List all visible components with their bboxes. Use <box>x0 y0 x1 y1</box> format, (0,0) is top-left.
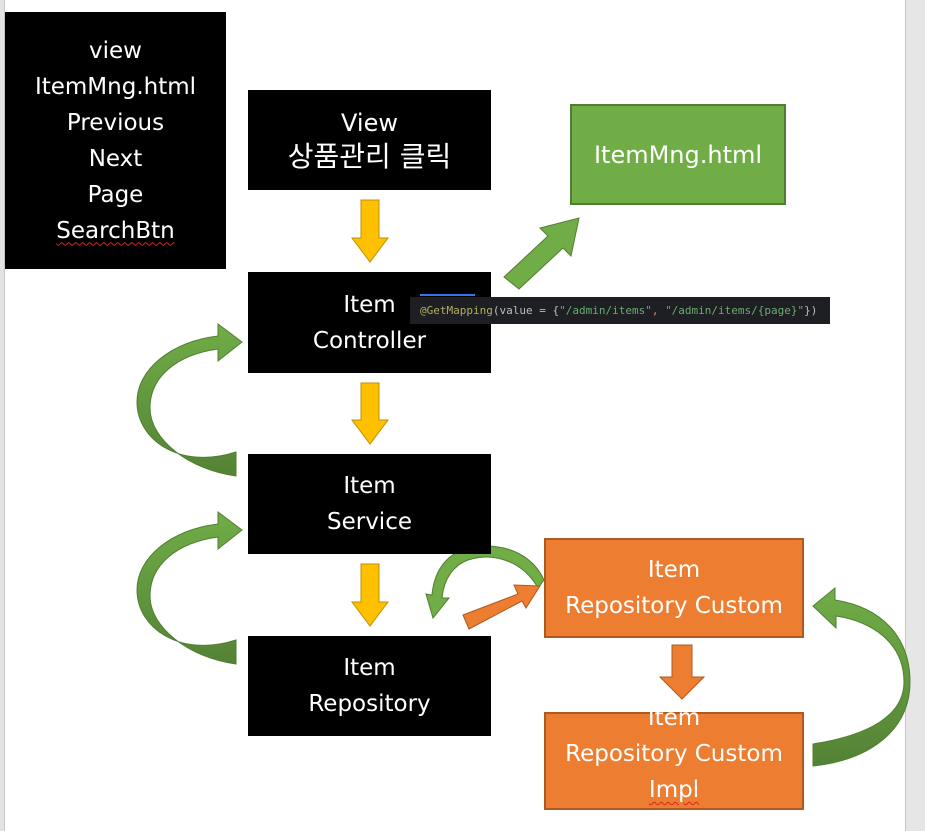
node-service-line2: Service <box>326 509 412 535</box>
arrow-service-to-repository <box>351 563 389 627</box>
legend-box: view ItemMng.html Previous Next Page Sea… <box>5 12 226 269</box>
node-controller-line1: Item <box>343 291 396 318</box>
code-close: }) <box>804 304 818 317</box>
node-custom-line2: Repository Custom <box>565 593 783 619</box>
node-impl-line3: Impl <box>648 777 700 803</box>
legend-line-itemmng: ItemMng.html <box>34 73 197 100</box>
node-impl-line2: Repository Custom <box>565 741 783 767</box>
arrow-repository-to-custom <box>462 584 541 630</box>
page-right-margin <box>905 0 925 831</box>
arrow-controller-to-service <box>351 382 389 445</box>
legend-line-searchbtn: SearchBtn <box>56 217 175 244</box>
node-itemmng-label: ItemMng.html <box>593 140 763 169</box>
legend-line-next: Next <box>88 145 143 172</box>
node-view: View 상품관리 클릭 <box>248 90 491 190</box>
node-item-service: Item Service <box>248 454 491 554</box>
node-item-repository: Item Repository <box>248 636 491 736</box>
node-repository-line1: Item <box>343 655 396 681</box>
code-path-1: "/admin/items" <box>559 304 652 317</box>
node-impl-line1: Item <box>647 705 701 731</box>
node-custom-line1: Item <box>647 557 701 583</box>
node-itemmng-html: ItemMng.html <box>570 104 786 205</box>
code-tooltip-getmapping: @GetMapping(value = {"/admin/items", "/a… <box>410 294 830 324</box>
code-tooltip-highlight <box>420 294 475 296</box>
node-service-line1: Item <box>343 473 396 499</box>
curved-arrow-impl-to-custom <box>812 586 911 767</box>
node-view-title: View <box>341 109 398 137</box>
curved-arrow-repository-to-service <box>136 511 243 665</box>
legend-line-page: Page <box>87 181 144 208</box>
node-view-subtitle: 상품관리 클릭 <box>287 140 452 173</box>
code-open: (value = { <box>492 304 560 317</box>
legend-line-view: view <box>89 37 142 64</box>
page-left-margin <box>0 0 5 831</box>
node-item-repository-custom: Item Repository Custom <box>544 538 804 638</box>
node-repository-line2: Repository <box>308 691 431 717</box>
code-path-2: "/admin/items/{page}" <box>665 304 805 317</box>
node-controller-line2: Controller <box>312 327 427 354</box>
legend-line-previous: Previous <box>66 109 165 136</box>
arrow-controller-to-itemmng <box>503 217 580 290</box>
node-item-repository-custom-impl: Item Repository Custom Impl <box>544 705 804 810</box>
code-comma: , <box>651 304 666 317</box>
arrow-view-to-controller <box>351 199 389 263</box>
code-annotation: @GetMapping <box>420 304 493 317</box>
arrow-custom-to-impl <box>658 644 706 700</box>
curved-arrow-custom-to-repository <box>425 545 545 620</box>
curved-arrow-service-to-controller <box>136 323 243 477</box>
node-item-controller: Item Controller <box>248 272 491 373</box>
